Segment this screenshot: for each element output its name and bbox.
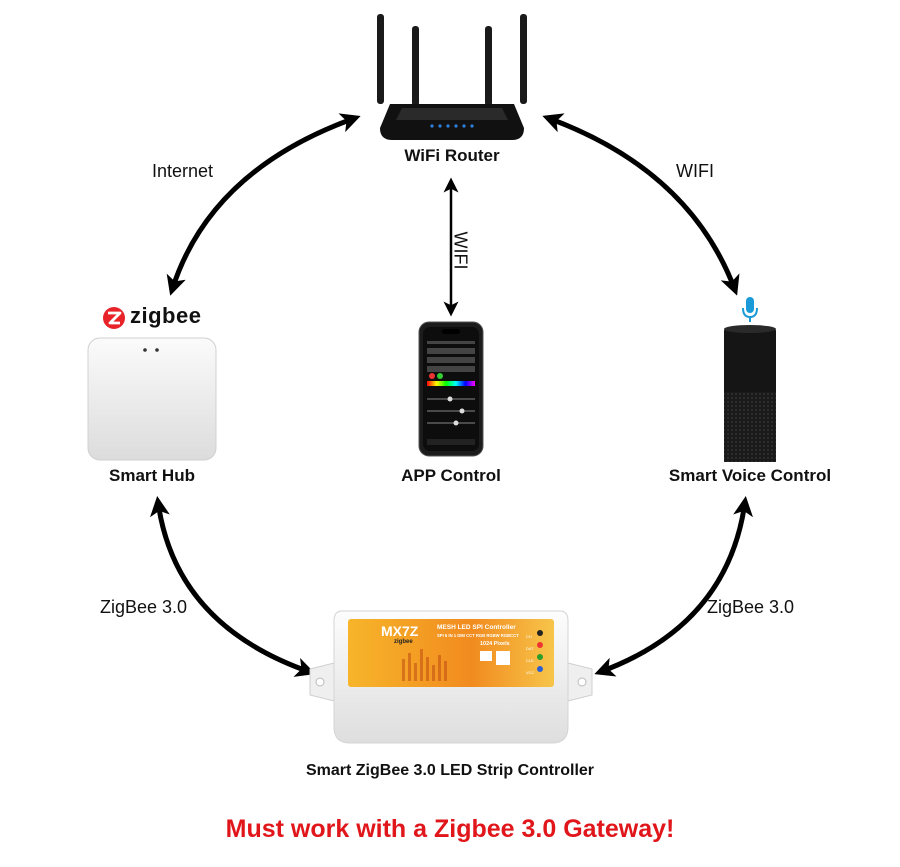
port-label: VCC — [526, 670, 535, 675]
controller-model: MX7Z — [381, 623, 419, 639]
arrow-hub-router — [166, 113, 361, 296]
zigbee-wordmark: zigbee — [130, 303, 202, 328]
footer-warning: Must work with a Zigbee 3.0 Gateway! — [225, 815, 675, 843]
arrow-voice-controller — [594, 496, 753, 677]
port-label: DAT — [526, 646, 534, 651]
router-label: WiFi Router — [404, 146, 500, 165]
controller-label: Smart ZigBee 3.0 LED Strip Controller — [305, 762, 595, 779]
phone-image — [418, 321, 484, 457]
controller-title: MESH LED SPI Controller — [437, 624, 516, 631]
controller-ports: CH DAT CLK VCC — [526, 631, 534, 679]
arrow-router-voice — [542, 113, 740, 296]
controller-subtitle: SPI 5 IN 1 DIM CCT RGB RGBW RGBCCT — [437, 633, 519, 638]
hub-label: Smart Hub — [109, 466, 195, 485]
arrow-hub-controller — [150, 496, 316, 677]
port-label: CH — [526, 634, 532, 639]
zigbee-icon — [103, 307, 125, 329]
smart-hub-image — [87, 337, 217, 461]
smart-speaker-image — [724, 325, 776, 462]
microphone-icon — [742, 297, 758, 322]
app-label: APP Control — [401, 466, 501, 485]
edge-label-zigbee-voice: ZigBee 3.0 — [707, 597, 795, 617]
edge-label-zigbee-hub: ZigBee 3.0 — [100, 597, 188, 617]
edge-label-internet: Internet — [152, 161, 214, 181]
port-label: CLK — [526, 658, 534, 663]
edge-label-wifi-app: WIFI — [450, 231, 471, 270]
voice-label: Smart Voice Control — [668, 466, 832, 485]
controller-brand: zigbee — [394, 639, 413, 645]
edge-label-wifi-voice: WIFI — [676, 161, 714, 181]
router-image — [377, 14, 527, 140]
controller-pixels: 1024 Pixels — [480, 641, 510, 647]
led-controller-image — [309, 610, 593, 744]
zigbee-logo: zigbee — [102, 303, 212, 332]
